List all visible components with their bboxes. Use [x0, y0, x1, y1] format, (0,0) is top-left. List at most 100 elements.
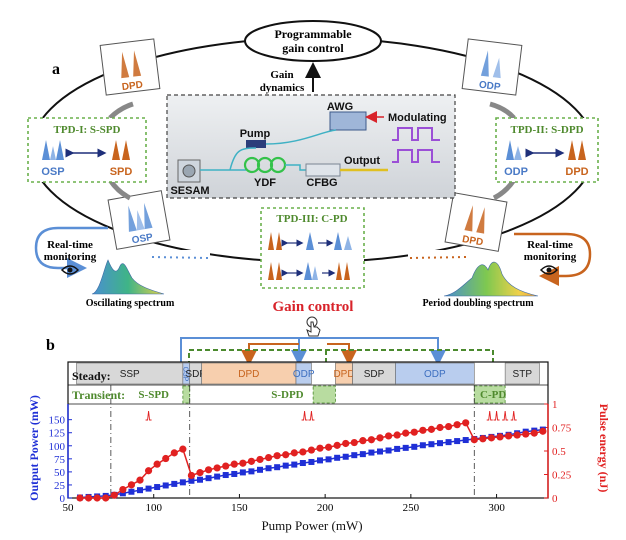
output-power-point [308, 458, 315, 465]
pump-fiber [265, 129, 337, 145]
tpd2-title: TPD-II: S-DPD [510, 124, 583, 136]
output-power-point [119, 490, 126, 497]
gain-dynamics-line2: dynamics [260, 82, 305, 94]
pulse-energy-point [136, 476, 144, 484]
output-power-point [377, 448, 383, 455]
card-osp-label: OSP [131, 232, 154, 247]
main-fiber [200, 147, 257, 171]
pulse-energy-point [282, 451, 290, 459]
pulse-mark [493, 410, 500, 421]
tpd2-left: ODP [504, 166, 528, 178]
pump-device [246, 140, 266, 148]
pulse-energy-point [530, 429, 538, 437]
y-right-tick-label: 0 [552, 493, 558, 505]
steady-segment-label: STP [513, 369, 533, 380]
cfbg-device [305, 163, 341, 177]
pulse-energy-point [402, 429, 410, 437]
pulse-energy-point [462, 419, 470, 427]
output-power-point [394, 445, 401, 452]
output-power-point [299, 460, 306, 467]
pulse-energy-point [367, 436, 376, 444]
pulse-energy-point [110, 491, 118, 499]
cfbg-fiber [285, 164, 306, 171]
pulse-energy-point [144, 467, 153, 475]
pulse-energy-point [539, 427, 547, 435]
period-doubling-spectrum [443, 261, 539, 297]
pulse-energy-point [522, 430, 530, 438]
pulse-energy-point [222, 462, 230, 470]
output-power-point [171, 480, 178, 487]
hand-cursor-icon [306, 316, 321, 337]
tpd3-title: TPD-III: C-PD [276, 213, 347, 225]
output-power-point [231, 470, 238, 477]
card-odp-top-right: ODP [461, 38, 523, 96]
y-left-tick-label: 0 [60, 493, 66, 505]
output-power-point [325, 456, 332, 463]
loop-arrow-upper-left [108, 101, 134, 120]
output-power-point [334, 454, 341, 461]
steady-segment-label: SSP [120, 369, 140, 380]
pulse-energy-point [299, 448, 307, 456]
pulse-energy-point [307, 446, 316, 454]
gain-control-title: Gain control [273, 299, 354, 315]
pulse-energy-point [204, 466, 213, 474]
tpd2-right: DPD [565, 166, 588, 178]
y-right-tick-label: 0.75 [552, 423, 572, 435]
pulse-energy-point [93, 494, 101, 502]
pulse-energy-point [119, 485, 127, 494]
x-tick-label: 200 [317, 502, 334, 514]
output-power-point [265, 465, 272, 472]
transient-label: Transient: [72, 388, 125, 402]
output-power-point [317, 457, 323, 464]
pulse-energy-point [102, 494, 110, 502]
output-power-point [454, 438, 461, 445]
connector-arrows [180, 337, 501, 384]
loop-gap-left [150, 250, 210, 264]
pulse-energy-point [427, 425, 436, 433]
pulse-energy-point [350, 438, 358, 447]
output-power-point [197, 476, 203, 483]
output-power-point [428, 441, 435, 448]
steady-segment [295, 362, 312, 385]
output-power-point [437, 440, 443, 447]
x-tick-label: 100 [145, 502, 162, 514]
y-left-tick-label: 100 [49, 441, 66, 453]
pulse-mark [502, 410, 509, 421]
card-dpd-top-left: DPD [99, 38, 161, 96]
steady-segment [395, 362, 475, 385]
pulse-energy-point [359, 437, 367, 445]
programmable-line1: Programmable [274, 27, 352, 41]
pulse-mark [308, 410, 315, 421]
pulse-energy-point [187, 471, 196, 480]
y-left-tick-label: 50 [54, 467, 66, 479]
tpd1-title: TPD-I: S-SPD [54, 124, 121, 136]
left-monitor-line2: monitoring [44, 251, 97, 263]
pulse-energy-point [273, 452, 281, 460]
y-left-tick-label: 25 [54, 480, 66, 492]
pulse-energy-point [333, 441, 341, 449]
pulse-energy-point [487, 434, 496, 442]
y-right-tick-label: 1 [552, 399, 558, 411]
cfbg-label: CFBG [306, 177, 337, 189]
transient-segment [312, 385, 336, 404]
card-odp-label: ODP [478, 80, 501, 94]
pulse-energy-point [410, 428, 418, 436]
pulse-energy-point [247, 457, 256, 465]
tpd1-left: OSP [41, 166, 64, 178]
pulse-mark [510, 410, 517, 421]
pulse-energy-point [513, 431, 521, 439]
card-dpd-bottom-right: DPD [444, 192, 508, 252]
loop-arrow-upper-right [489, 101, 516, 120]
output-power-point [342, 453, 349, 460]
tpd1-right: SPD [110, 166, 133, 178]
steady-segment-label: DPD [333, 369, 354, 380]
y-axis-right-title: Pulse energy (nJ) [597, 404, 611, 493]
awg-label: AWG [327, 101, 353, 113]
pulse-energy-point [453, 421, 461, 429]
output-power-point [137, 487, 143, 494]
steady-label: Steady: [72, 369, 111, 383]
pulse-energy-point [213, 464, 221, 472]
pulse-energy-point [196, 469, 204, 477]
connector-green [188, 349, 501, 384]
